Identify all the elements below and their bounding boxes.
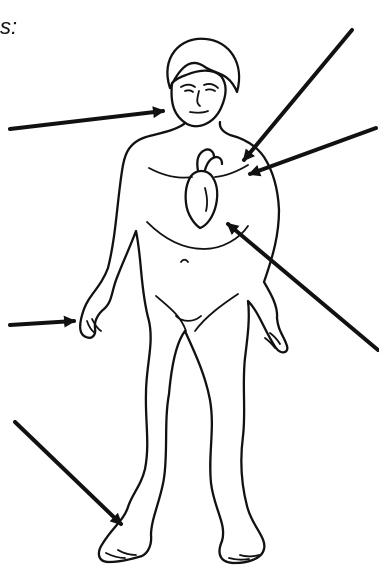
mouth [190, 111, 208, 113]
top-right-arrow [244, 30, 352, 160]
pointer-arrows [10, 30, 378, 524]
nose [197, 91, 200, 106]
left-pectoral-line [149, 168, 192, 178]
navel [181, 260, 188, 262]
head-outline [172, 71, 226, 127]
hair-outline [167, 39, 239, 92]
aorta-right [205, 157, 222, 170]
left-hand-arrow [10, 321, 74, 325]
eye-left [185, 90, 193, 92]
heart-shape [186, 171, 218, 228]
eyebrow-right [204, 84, 218, 88]
torso-and-arms-outline [80, 122, 287, 563]
right-chest-arrow [250, 128, 376, 174]
right-pectoral-line [215, 165, 248, 177]
eye-right [206, 89, 215, 91]
eyebrow-left [181, 85, 195, 87]
neck-arrow [10, 111, 163, 129]
heart-vessel [205, 188, 207, 211]
heart-illustration [186, 149, 222, 228]
heart-arrow [228, 224, 378, 350]
left-thigh-inner [156, 296, 186, 331]
right-thigh-inner [195, 294, 238, 331]
left-foot-toes [106, 550, 136, 558]
foot-arrow [15, 422, 121, 524]
